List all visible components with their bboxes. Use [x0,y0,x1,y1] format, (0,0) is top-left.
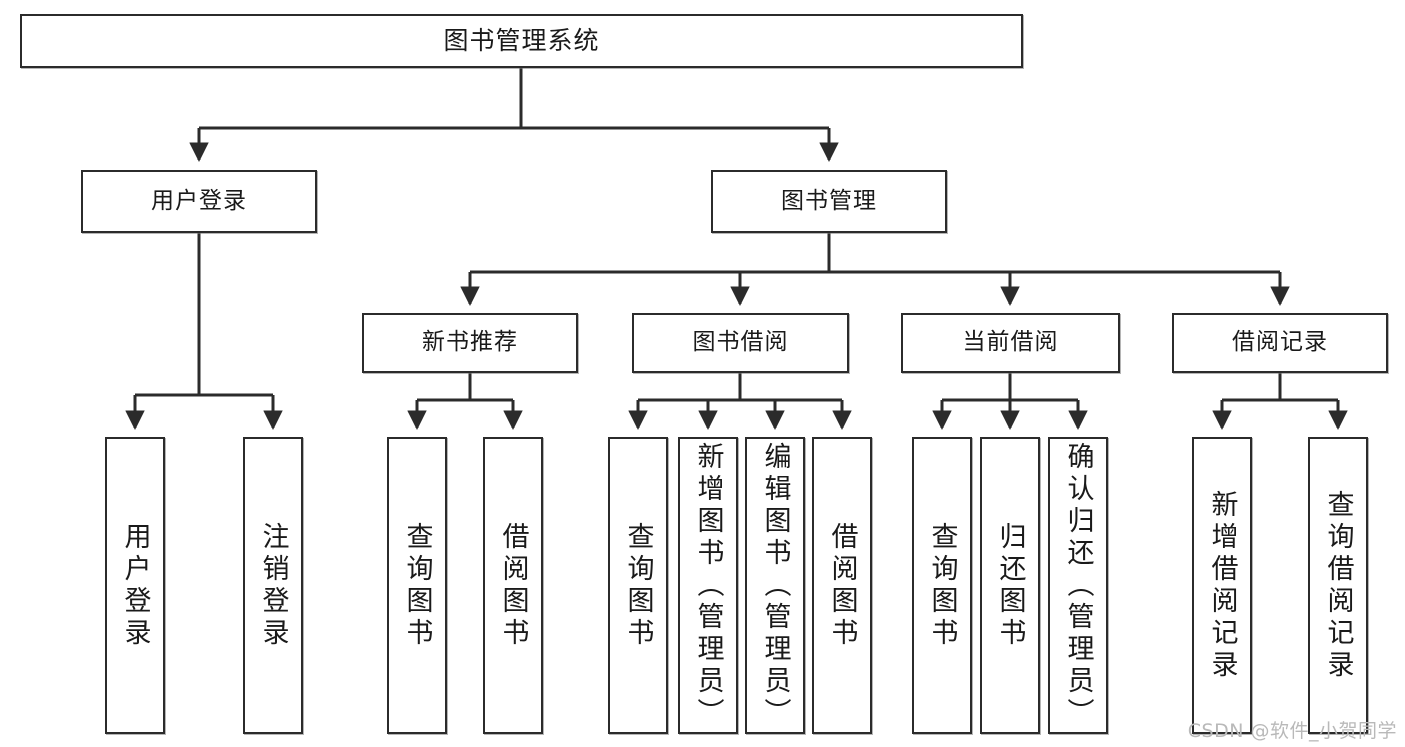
leaf-borrow-borrow-book[interactable]: 借阅图书 [812,437,872,734]
node-label: 借阅图书 [826,521,858,650]
leaf-user-login-login[interactable]: 用户登录 [105,437,165,734]
node-label: 查询图书 [622,521,654,650]
node-current-borrow[interactable]: 当前借阅 [901,313,1120,373]
leaf-borrow-query-book[interactable]: 查询图书 [608,437,668,734]
leaf-user-login-logout[interactable]: 注销登录 [243,437,303,734]
leaf-current-confirm-return-admin[interactable]: 确认归还（管理员） [1048,437,1108,734]
node-label: 新增借阅记录 [1206,489,1238,682]
node-label: 归还图书 [994,521,1026,650]
node-label: 查询图书 [926,521,958,650]
leaf-current-query-book[interactable]: 查询图书 [912,437,972,734]
watermark-text: CSDN @软件_小贺同学 [1187,720,1397,742]
node-label: 图书管理 [781,187,877,214]
leaf-recommend-query-book[interactable]: 查询图书 [387,437,447,734]
leaf-borrow-add-book-admin[interactable]: 新增图书（管理员） [678,437,738,734]
node-label: 查询借阅记录 [1322,489,1354,682]
node-label: 借阅图书 [497,521,529,650]
leaf-record-query-record[interactable]: 查询借阅记录 [1308,437,1368,734]
node-book-management[interactable]: 图书管理 [711,170,947,233]
node-root-system[interactable]: 图书管理系统 [20,14,1023,68]
node-label: 用户登录 [119,521,151,650]
node-book-borrow[interactable]: 图书借阅 [632,313,849,373]
node-label: 用户登录 [151,187,247,214]
leaf-record-add-record[interactable]: 新增借阅记录 [1192,437,1252,734]
node-label: 新增图书（管理员） [692,441,724,730]
node-label: 新书推荐 [422,329,518,356]
node-label: 编辑图书（管理员） [759,441,791,730]
node-label: 注销登录 [257,521,289,650]
leaf-borrow-edit-book-admin[interactable]: 编辑图书（管理员） [745,437,805,734]
node-label: 查询图书 [401,521,433,650]
leaf-recommend-borrow-book[interactable]: 借阅图书 [483,437,543,734]
leaf-current-return-book[interactable]: 归还图书 [980,437,1040,734]
node-borrow-record[interactable]: 借阅记录 [1172,313,1388,373]
node-user-login[interactable]: 用户登录 [81,170,317,233]
node-label: 图书借阅 [692,329,789,356]
node-label: 确认归还（管理员） [1062,441,1094,730]
node-new-book-recommend[interactable]: 新书推荐 [362,313,578,373]
node-label: 当前借阅 [962,329,1059,356]
node-label: 图书管理系统 [443,26,600,56]
node-label: 借阅记录 [1232,329,1328,356]
